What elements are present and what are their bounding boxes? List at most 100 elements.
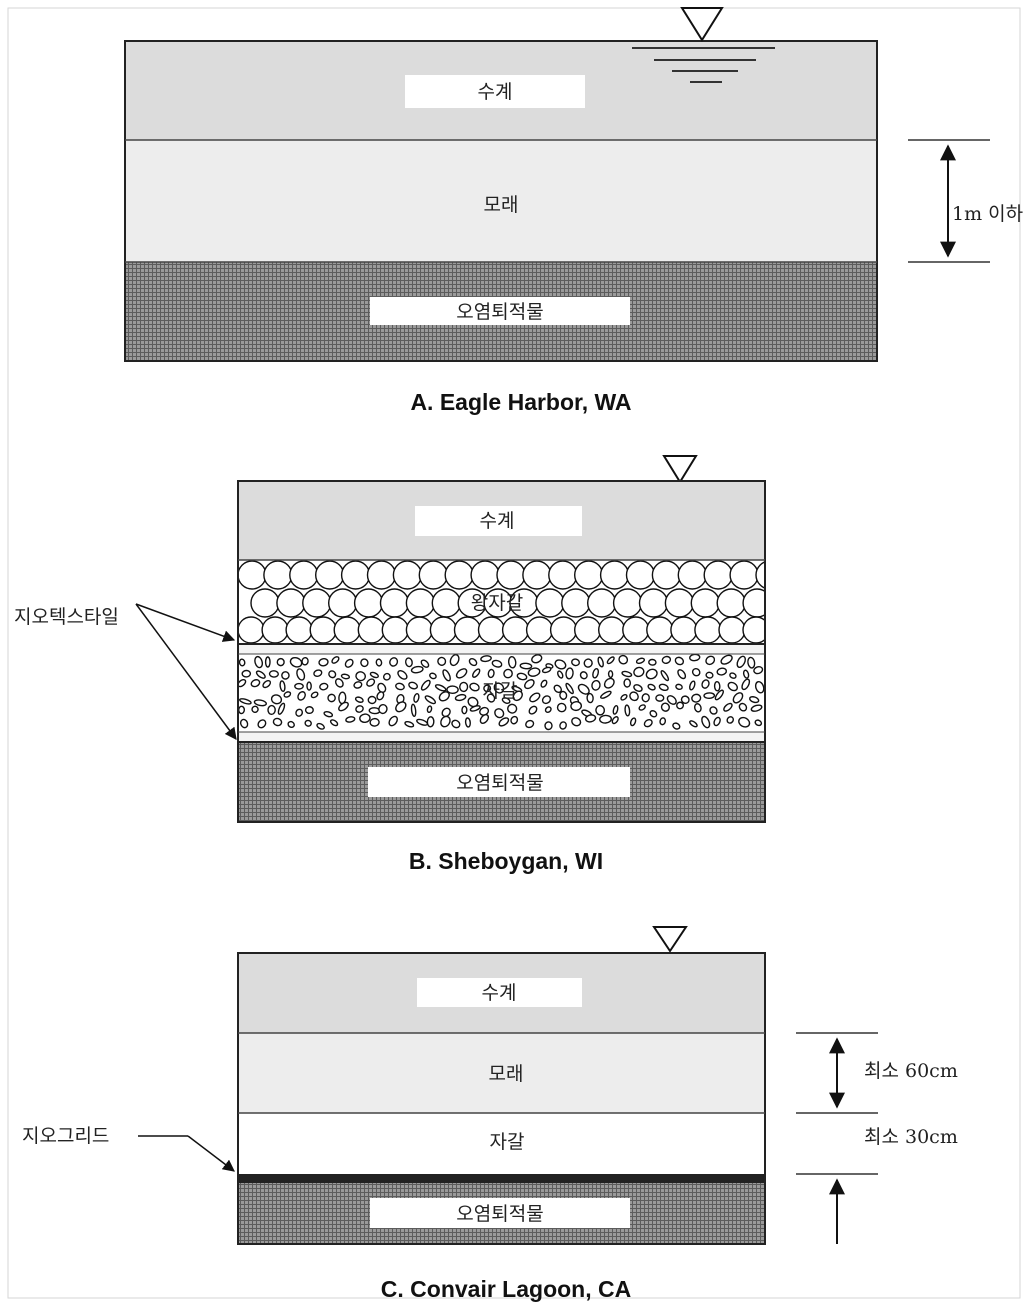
cobble-stone [614,589,642,617]
geogrid-label: 지오그리드 [22,1125,109,1147]
cobble-stone [599,617,625,643]
gravel-stone [508,656,516,668]
thickness-dimension [908,140,990,262]
cobble-stone [334,617,360,643]
thickness-label: 1m 이하 [952,203,1023,225]
cobble-stone [756,561,784,589]
gravel-stone [242,670,250,677]
cobble-stone [640,589,668,617]
geogrid-pointer-arrow [138,1136,234,1171]
panel-a: 수계 모래 오염퇴적물 1m 이하 A. Eagle Harbor, WA [125,8,1023,415]
gravel-stone [306,707,314,714]
cobble-stone [588,589,616,617]
sand-label: 모래 [489,1063,524,1085]
gravel-stone [520,663,532,669]
cobble-stone [238,561,266,589]
gravel-stone [481,655,492,662]
cobble-stone [290,561,318,589]
cobble-stone [286,617,312,643]
gravel-stone [302,657,309,665]
gravel-stone [239,659,245,666]
cobble-stone [382,617,408,643]
gravel-stone [462,706,467,714]
gravel-stone [307,682,311,690]
gravel-stone [624,679,630,687]
panel-b: 수계 왕자갈 자갈 오염퇴적물 지오텍스타일 B. Sheboygan, WI [14,456,784,874]
cobble-stone [549,561,577,589]
cobble-stone [575,617,601,643]
cobble-stone [355,589,383,617]
geogrid-layer [238,1174,765,1183]
gravel-stone [368,696,376,703]
cobble-stone [479,617,505,643]
cobble-stone [368,561,396,589]
geotextile-layer [238,644,765,654]
cobble-stone [575,561,603,589]
gravel-stone [427,717,434,727]
cobble-stone [623,617,649,643]
sediment-label: 오염퇴적물 [456,301,543,323]
gravel-stone [427,706,432,713]
water-label: 수계 [478,81,513,103]
sediment-label: 오염퇴적물 [456,772,543,794]
gravel-label: 자갈 [490,1131,525,1153]
gravel-stone [488,669,495,678]
gravel-stone [587,693,594,702]
gravel-stone [595,705,604,715]
panel-c: 수계 모래 자갈 오염퇴적물 지오그리드 최소 60cm 최소 30cm C. … [22,927,958,1302]
cobble-stone [238,617,264,643]
cobble-stone [627,561,655,589]
gravel-stone [565,668,573,680]
gravel-stone [608,671,612,678]
cobble-stone [523,561,551,589]
cobble-stone [717,589,745,617]
gravel-stone [266,657,270,667]
sediment-label: 오염퇴적물 [456,1203,543,1225]
water-label: 수계 [480,510,515,532]
cobble-stone [691,589,719,617]
cobble-stone [406,589,434,617]
gravel-stone [714,682,720,691]
cobble-stone [551,617,577,643]
cobble-label: 왕자갈 [471,592,523,614]
gravel-stone [656,695,664,701]
gravel-stone [691,694,701,703]
sand-label: 모래 [484,194,519,216]
cobble-stone [601,561,629,589]
cobble-stone [342,561,370,589]
cobble-stone [719,617,745,643]
cobble-stone [652,561,680,589]
panel-caption: C. Convair Lagoon, CA [381,1276,631,1302]
cobble-stone [277,589,305,617]
cobble-stone [695,617,721,643]
gravel-stone [704,693,715,699]
cobble-stone [430,617,456,643]
water-level-icon [664,456,696,482]
panel-caption: B. Sheboygan, WI [409,848,603,874]
cobble-stone [471,561,499,589]
gravel-stone [625,705,631,716]
gravel-stone [689,654,700,661]
gravel-stone [239,706,245,713]
cobble-stone [497,561,525,589]
cobble-stone [730,561,758,589]
cobble-stone [406,617,432,643]
cobble-stone [419,561,447,589]
gravel-stone [269,671,278,678]
cobble-stone [393,561,421,589]
geotextile-label: 지오텍스타일 [14,606,119,628]
cobble-stone [503,617,529,643]
gravel-stone [277,659,284,666]
cobble-stone [381,589,409,617]
geotextile-layer [238,732,765,742]
geotextile-pointer-arrows [136,604,236,739]
water-label: 수계 [482,982,517,1004]
gravel-stone [460,682,468,691]
cobble-stone [527,617,553,643]
gravel-stone [295,684,303,689]
cobble-stone [743,589,771,617]
gravel-stone [706,672,714,679]
gravel-stone [370,718,380,726]
gravel-stone [599,715,611,723]
